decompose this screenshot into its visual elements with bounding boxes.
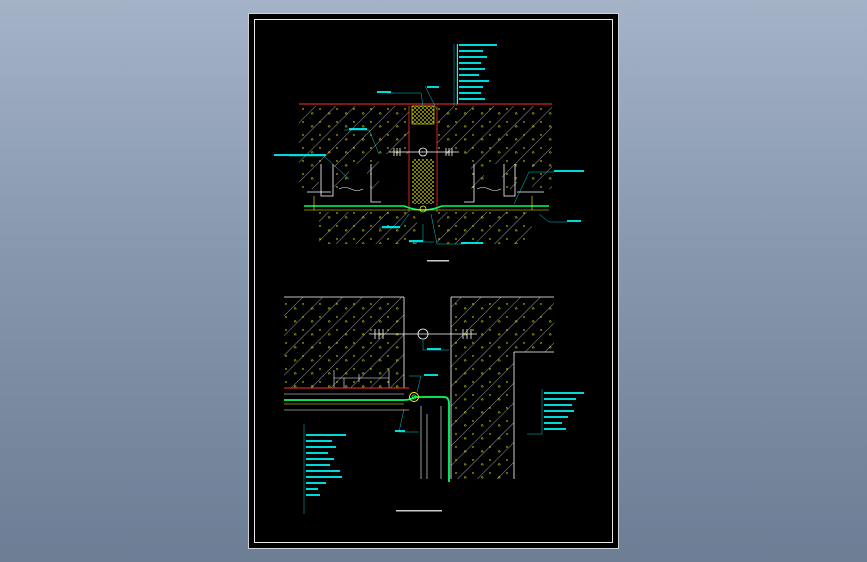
drawing-sheet	[248, 13, 619, 549]
corner-rod	[409, 392, 419, 402]
top-spec-list	[457, 44, 497, 104]
bottom-section-caption-mark	[396, 510, 442, 512]
top-section-detail	[274, 44, 584, 262]
waterstop-bottom	[369, 328, 477, 340]
bottom-annotations	[395, 348, 441, 432]
top-section-caption-mark	[427, 260, 449, 262]
bottom-section-detail	[284, 296, 584, 514]
waterproof-layer-top	[304, 205, 549, 211]
waterproof-layer-bottom	[284, 396, 415, 401]
bottom-spec-list-left	[306, 434, 346, 496]
cad-drawing	[274, 44, 584, 514]
waterstop-top	[389, 147, 459, 157]
top-annotations	[274, 86, 584, 244]
drawing-frame	[254, 19, 613, 543]
joint-sealant-top	[411, 105, 435, 125]
joint-filler	[412, 159, 434, 204]
bottom-spec-list-right	[544, 392, 584, 430]
